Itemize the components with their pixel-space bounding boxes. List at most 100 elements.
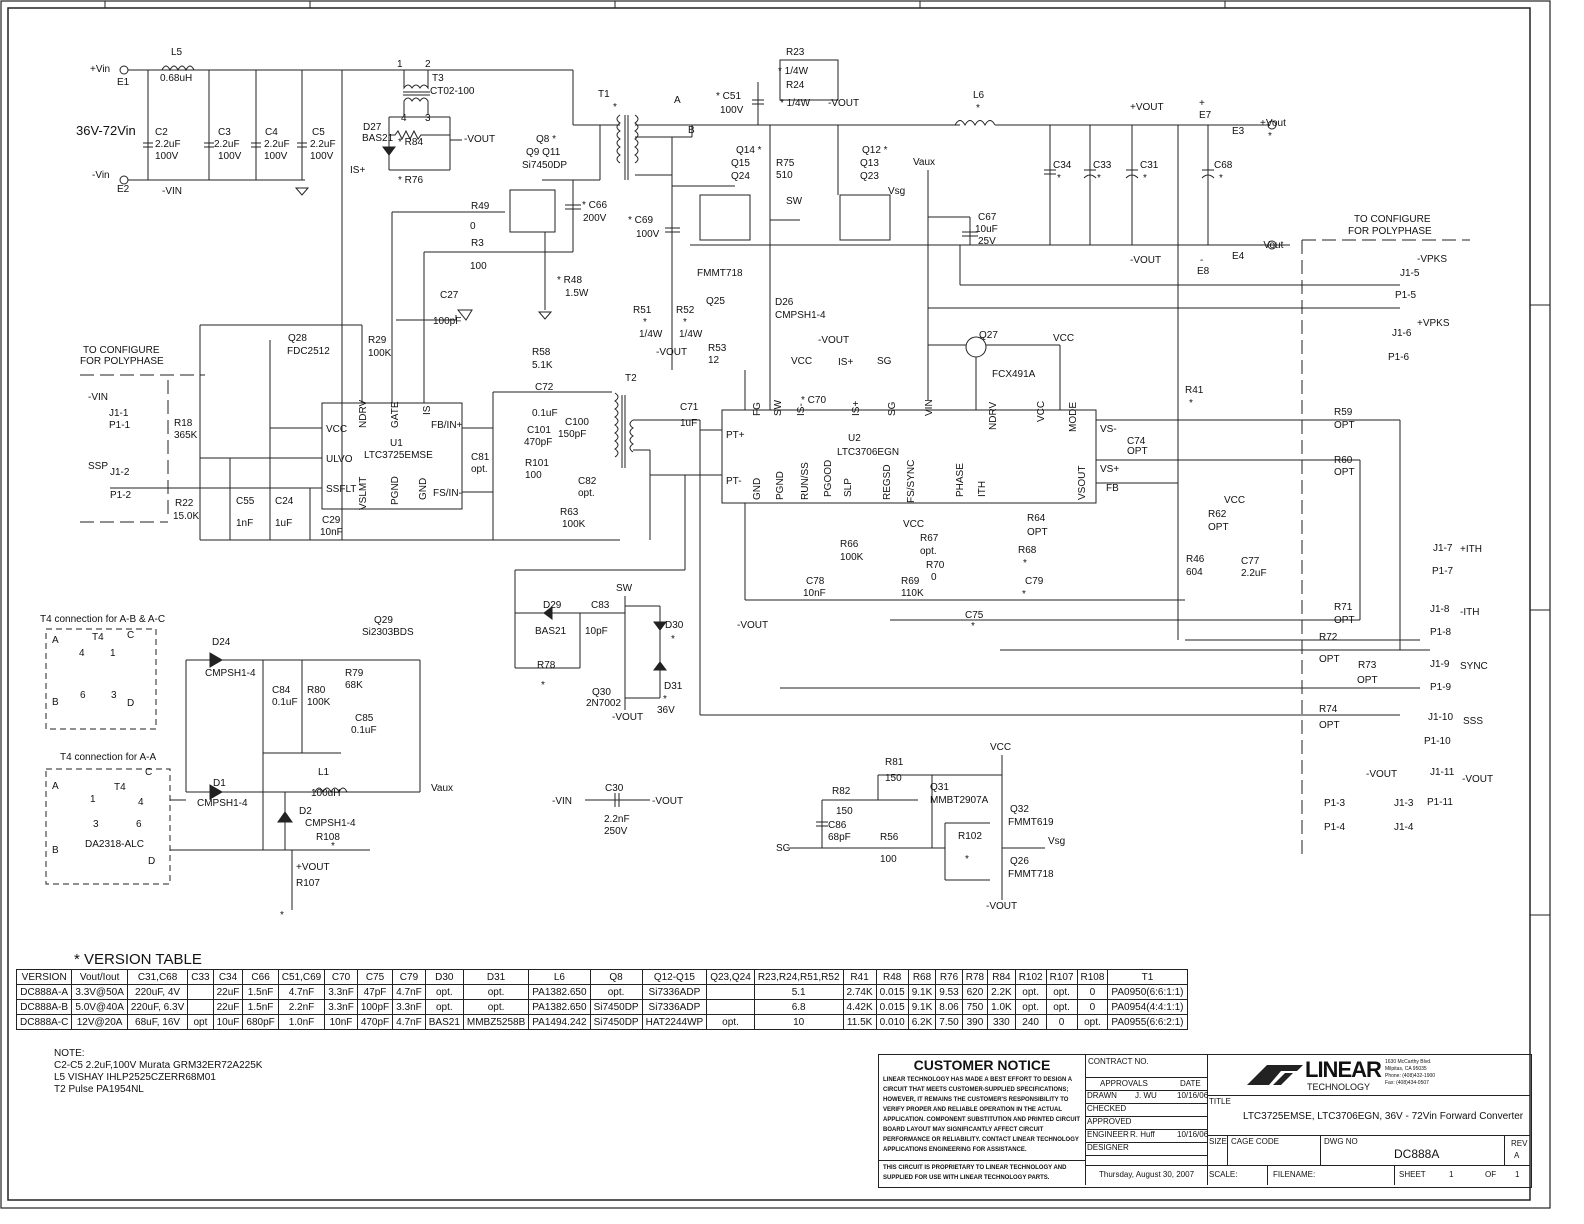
label-driver: MMBT2907A: [930, 795, 989, 806]
label-t4: A: [52, 635, 59, 646]
title-label: TITLE: [1209, 1097, 1231, 1106]
label-driver: R102: [958, 831, 982, 842]
note-line: L5 VISHAY IHLP2525CZERR68M01: [54, 1072, 216, 1083]
label-t1: B: [688, 125, 695, 136]
label-t1: T1: [598, 89, 610, 100]
label-output: +VOUT: [1130, 102, 1164, 113]
label-polyphase_right: P1-8: [1430, 627, 1452, 638]
label-output: -Vout: [1260, 240, 1284, 251]
label-t4: CMPSH1-4: [197, 798, 248, 809]
sheet-total: 1: [1515, 1170, 1520, 1179]
version-table-header-cell: Q8: [589, 969, 643, 985]
label-t1: 25V: [978, 236, 996, 247]
label-driver: Q26: [1010, 856, 1029, 867]
version-table-cell: 22uF: [212, 984, 244, 1000]
version-table-cell: opt.: [706, 1014, 755, 1030]
label-t2: *: [683, 317, 687, 328]
label-t1: R75: [776, 158, 795, 169]
version-table-cell: opt: [187, 1014, 214, 1030]
version-table-cell: BAS21: [424, 1014, 464, 1030]
label-t4: 0.1uF: [272, 697, 298, 708]
label-u2: *: [1023, 558, 1027, 569]
version-table-header-cell: C70: [324, 969, 358, 985]
label-polyphase_right: J1-10: [1428, 712, 1454, 723]
label-u2: OPT: [1357, 675, 1378, 686]
label-u2: R74: [1319, 704, 1338, 715]
label-t2: C100: [565, 417, 589, 428]
label-primary: 200V: [583, 213, 607, 224]
version-table-cell: 0.015: [875, 984, 909, 1000]
version-table-cell: 9.1K: [907, 984, 937, 1000]
label-polyphase_right: J1-11: [1430, 767, 1455, 778]
label-snubber: D30: [665, 620, 684, 631]
label-t2: 1uF: [680, 418, 698, 429]
version-table-cell: [706, 984, 755, 1000]
version-table-cell: 68uF, 16V: [126, 1014, 189, 1030]
version-table-cell: 4.7nF: [277, 984, 326, 1000]
label-input: 2.2uF: [155, 139, 181, 150]
version-table-cell: 10: [753, 1014, 844, 1030]
label-u2: PGND: [775, 471, 786, 500]
version-table-cell: opt.: [1014, 999, 1047, 1015]
label-u1: VSLMT: [358, 476, 369, 510]
label-input: 100V: [155, 151, 179, 162]
label-t2: FMMT718: [697, 268, 743, 279]
version-table-cell: 220uF, 6.3V: [126, 999, 189, 1015]
version-table-cell: 330: [987, 1014, 1016, 1030]
label-polyphase_right: -VOUT: [1462, 774, 1494, 785]
label-output: *: [1097, 173, 1101, 184]
version-table-cell: DC888A-A: [15, 984, 73, 1000]
version-table-cell: 0: [1045, 1014, 1078, 1030]
drawn-date: 10/16/06: [1177, 1091, 1209, 1100]
label-u2: VCC: [903, 519, 925, 530]
version-table-cell: 6.8: [753, 999, 844, 1015]
label-output: *: [976, 103, 980, 114]
label-polyphase_right: -VOUT: [1366, 769, 1398, 780]
label-driver: C86: [828, 820, 847, 831]
label-snubber: D29: [543, 600, 562, 611]
label-input: E1: [117, 77, 130, 88]
label-u2: 2.2uF: [1241, 568, 1267, 579]
label-t4: D2: [299, 806, 312, 817]
label-polyphase_right: P1-6: [1388, 352, 1410, 363]
label-u2: VIN: [924, 399, 935, 416]
label-input: -VIN: [162, 186, 182, 197]
label-t4: C: [145, 767, 153, 778]
label-t4: C: [127, 630, 135, 641]
size-area: SIZE CAGE CODE DWG NO DC888A REV A: [1207, 1135, 1530, 1166]
version-table-cell: Si7450DP: [589, 999, 643, 1015]
version-table-cell: 620: [961, 984, 989, 1000]
label-output: C31: [1140, 160, 1159, 171]
label-u2: VSOUT: [1077, 465, 1088, 500]
label-u2: R64: [1027, 513, 1046, 524]
label-u2: SG: [877, 356, 892, 367]
label-t1: Q13: [860, 158, 879, 169]
label-t4: Vaux: [431, 783, 454, 794]
inner-border: [7, 7, 1531, 1201]
label-t2: R51: [633, 305, 652, 316]
label-snubber: SW: [616, 583, 633, 594]
version-table-header-cell: D31: [462, 969, 530, 985]
label-u2: PT-: [726, 476, 742, 487]
label-u2: 100K: [840, 552, 864, 563]
label-primary: 100pF: [433, 316, 462, 327]
label-t1: 510: [776, 170, 793, 181]
label-driver: SG: [776, 843, 791, 854]
label-input: L5: [171, 47, 183, 58]
label-u2: C78: [806, 576, 825, 587]
label-t1: 100V: [636, 229, 660, 240]
label-input: 100V: [310, 151, 334, 162]
label-t2: 150pF: [558, 429, 587, 440]
label-t2: *: [643, 317, 647, 328]
label-u1: GND: [418, 477, 429, 500]
label-t4: 4: [79, 648, 85, 659]
version-table-cell: PA1382.650: [528, 999, 591, 1015]
label-t3: 3: [425, 113, 431, 124]
label-u1: C55: [236, 496, 255, 507]
label-t1: A: [674, 95, 681, 106]
version-table-cell: opt.: [1014, 984, 1047, 1000]
label-t1: Vaux: [913, 157, 936, 168]
label-u2: LTC3706EGN: [837, 447, 900, 458]
